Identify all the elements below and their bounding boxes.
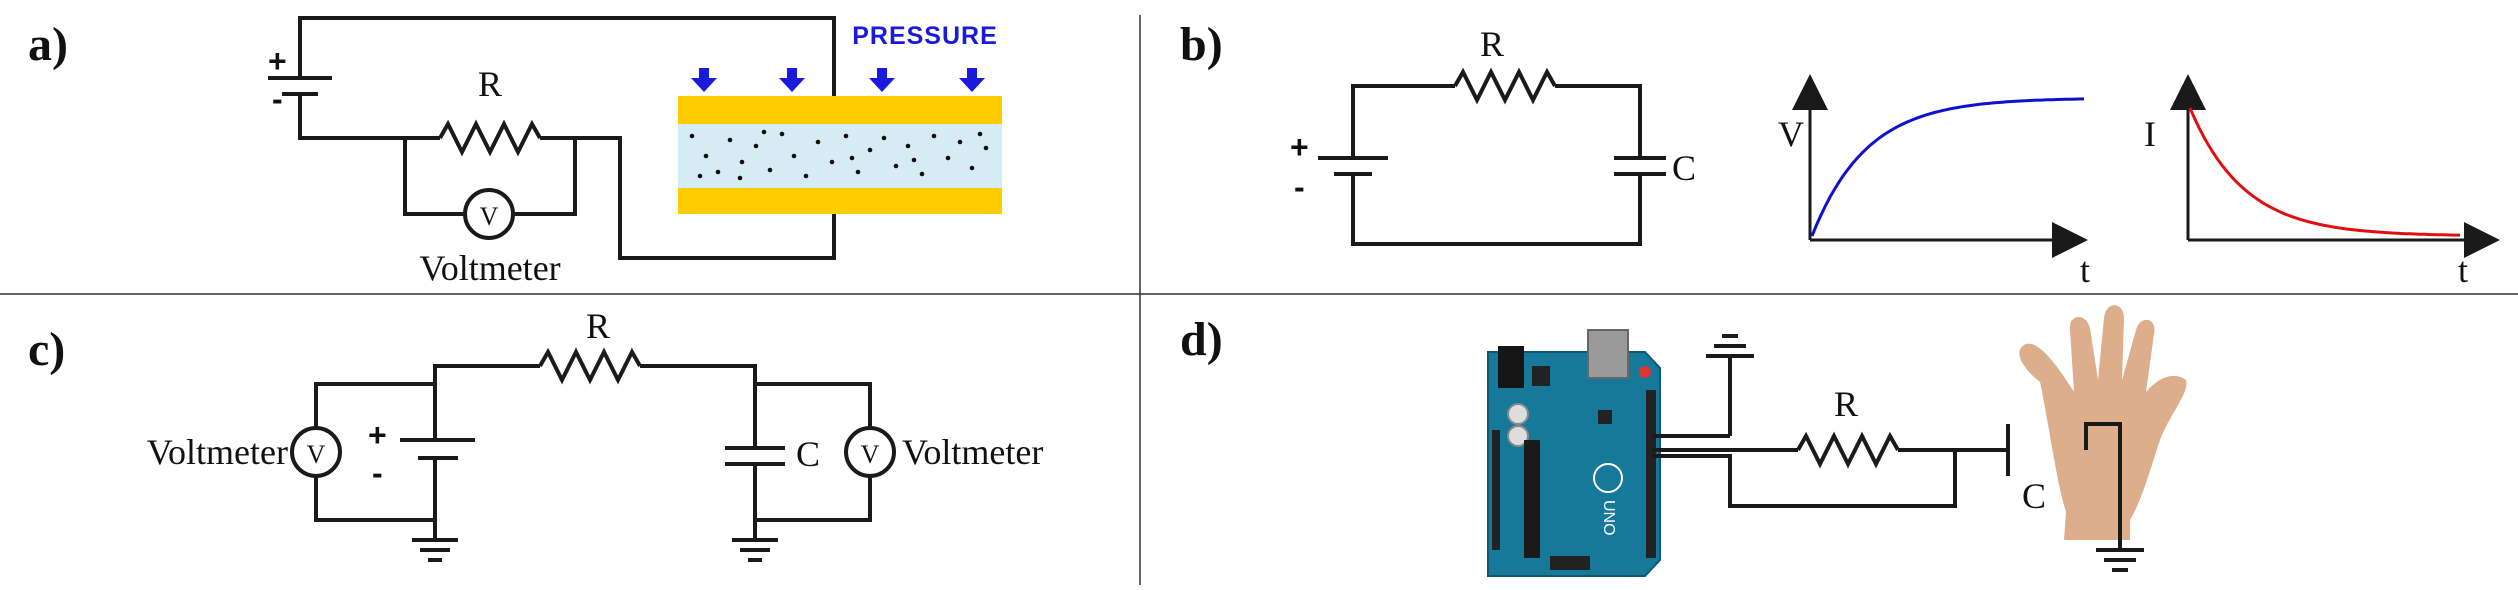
battery-c-plus: + xyxy=(368,417,387,453)
voltmeter-c-left xyxy=(290,426,342,478)
usb-port xyxy=(1587,329,1629,379)
resistor-b-label: R xyxy=(1480,24,1504,64)
voltmeter-c-left-symbol: V xyxy=(307,440,326,469)
wire-c-vm-left-bottom xyxy=(314,476,435,522)
capacitor-b-label: C xyxy=(1672,148,1696,188)
wire-c-vm-right-top xyxy=(755,382,872,428)
pressure-arrows xyxy=(691,68,985,92)
battery-c-minus: - xyxy=(372,455,383,491)
wire-a-right xyxy=(540,136,836,260)
voltage-curve xyxy=(1810,97,2085,237)
battery-b-plus: + xyxy=(1290,129,1309,165)
battery-a-plus: + xyxy=(268,43,287,79)
voltmeter-c-right-symbol: V xyxy=(861,440,880,469)
resistor-c-label: R xyxy=(586,306,610,346)
voltage-graph-ylabel: V xyxy=(1778,114,1804,154)
panel-b-label: b) xyxy=(1180,18,1223,71)
capacitor-b xyxy=(1614,156,1666,176)
ground-c-right xyxy=(732,538,778,562)
pressure-label: PRESSURE xyxy=(852,22,998,50)
ground-d-top xyxy=(1706,334,1754,358)
battery-b-minus: - xyxy=(1294,169,1305,205)
capacitor-c-label: C xyxy=(796,434,820,474)
reset-button xyxy=(1639,366,1651,378)
current-graph-ylabel: I xyxy=(2144,114,2156,154)
digital-header xyxy=(1646,390,1656,558)
panel-b: b) + - R C V t I t xyxy=(1180,18,2500,290)
wire-a-vm-right xyxy=(513,138,577,216)
resistor-d-label: R xyxy=(1834,384,1858,424)
panel-a: a) + - V R Voltmeter xyxy=(28,16,1002,288)
dielectric-layer xyxy=(678,124,1002,188)
resistor-a-label: R xyxy=(478,64,502,104)
wire-b-bottom xyxy=(1351,174,1642,246)
voltmeter-a xyxy=(463,188,515,240)
voltage-graph-xlabel: t xyxy=(2080,250,2090,290)
current-graph: I t xyxy=(2144,74,2500,290)
panel-d-label: d) xyxy=(1180,313,1223,366)
voltmeter-c-left-label: Voltmeter xyxy=(147,432,288,472)
voltmeter-a-symbol: V xyxy=(480,202,499,231)
wire-c-top-left xyxy=(433,364,540,440)
current-graph-xlabel: t xyxy=(2458,250,2468,290)
panel-c-label: c) xyxy=(28,323,65,376)
wire-a-vm-left xyxy=(403,138,465,216)
panel-a-label: a) xyxy=(28,18,68,71)
analog-header xyxy=(1492,430,1500,550)
resistor-c xyxy=(538,347,642,385)
battery-b xyxy=(1318,156,1388,176)
wire-d-feedback xyxy=(1652,450,1957,508)
resistor-d xyxy=(1796,431,1900,469)
current-curve xyxy=(2188,107,2460,237)
dielectric-particles xyxy=(689,129,989,181)
capacitor-c xyxy=(725,446,785,466)
bottom-electrode xyxy=(678,188,1002,214)
wire-c-vm-left-top xyxy=(314,382,435,428)
board-logo-text: UNO xyxy=(1600,500,1617,536)
hand-electrode xyxy=(2084,422,2122,550)
battery-c xyxy=(400,438,475,460)
voltmeter-c-right xyxy=(844,426,896,478)
voltage-graph: V t xyxy=(1778,74,2090,290)
arduino-board: UNO xyxy=(1487,329,1661,577)
ground-c-left xyxy=(412,538,458,562)
panel-c: c) + - V Voltmeter xyxy=(28,306,1043,562)
ground-d-bottom xyxy=(2096,548,2144,572)
wire-a-left xyxy=(298,94,440,140)
capacitor-d-label: C xyxy=(2022,476,2046,516)
resistor-a xyxy=(438,119,542,157)
resistor-b xyxy=(1453,67,1557,105)
top-electrode xyxy=(678,96,1002,124)
wire-c-vm-right-bottom xyxy=(755,476,872,522)
wire-b-left xyxy=(1351,84,1455,158)
wire-c-top-right xyxy=(640,364,757,448)
panel-d: d) UNO R xyxy=(1180,305,2187,577)
wire-b-right xyxy=(1555,84,1642,158)
battery-a-minus: - xyxy=(272,81,283,117)
microcontroller xyxy=(1524,440,1540,558)
voltmeter-c-right-label: Voltmeter xyxy=(902,432,1043,472)
voltmeter-a-label: Voltmeter xyxy=(419,248,560,288)
power-jack xyxy=(1498,346,1524,388)
wire-a-top xyxy=(298,16,836,96)
